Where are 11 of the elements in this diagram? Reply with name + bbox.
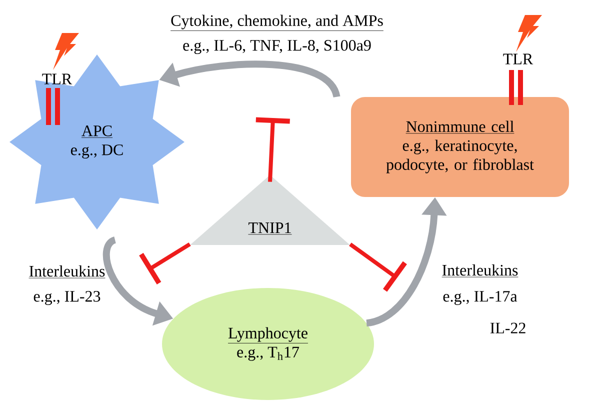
label-text: e.g., IL-23: [34, 291, 100, 306]
label-text: Interleukins: [28, 265, 106, 278]
label-text: e.g., IL-6, TNF, IL-8, S100a9: [183, 40, 371, 54]
label-text: TLR: [503, 54, 534, 64]
inhibition-arrow: [256, 117, 290, 182]
label-text: TLR: [42, 74, 72, 84]
label-text: e.g., IL-17a: [443, 291, 518, 305]
label-text: Interleukins: [442, 264, 518, 278]
label-text: IL-22: [490, 322, 526, 334]
label-text: Cytokine, chemokine, and AMPs: [170, 14, 384, 31]
cell-box: Nonimmune cell e.g., keratinocyte, podocyte, or fibroblast: [351, 97, 569, 197]
